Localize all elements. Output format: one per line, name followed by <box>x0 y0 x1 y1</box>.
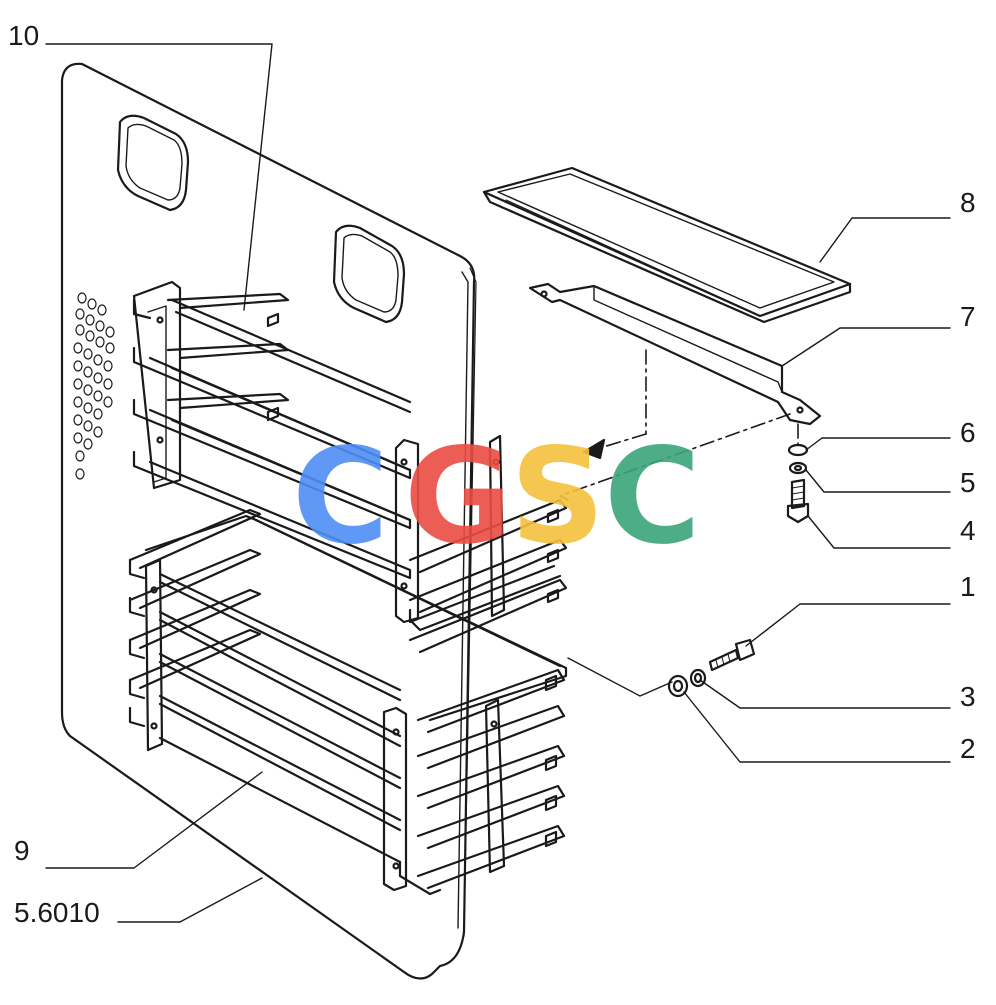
side-panel <box>60 62 477 980</box>
callout-3: 3 <box>960 681 976 712</box>
leader-lines <box>45 43 951 923</box>
leader-fastener-2 <box>567 657 673 697</box>
callout-5: 5 <box>960 467 976 498</box>
callout-9: 9 <box>14 835 30 866</box>
tray-part-8 <box>482 166 852 324</box>
callout-4: 4 <box>960 515 976 546</box>
watermark-letter-c1: C <box>292 420 389 574</box>
bracket-strip-part-7 <box>528 282 822 426</box>
callout-10: 10 <box>8 20 39 51</box>
callout-1: 1 <box>960 571 976 602</box>
lower-rack <box>128 508 568 896</box>
callout-7: 7 <box>960 301 976 332</box>
callout-5-6010: 5.6010 <box>14 897 100 928</box>
callout-6: 6 <box>960 417 976 448</box>
callout-8: 8 <box>960 187 976 218</box>
fasteners-1-2-3 <box>667 638 756 698</box>
upper-rack <box>132 280 568 654</box>
callout-2: 2 <box>960 733 976 764</box>
fasteners-4-5-6 <box>786 443 810 524</box>
vent-holes <box>73 292 115 480</box>
watermark-letter-c2: C <box>604 420 701 574</box>
watermark-letter-s: S <box>510 420 605 574</box>
watermark-letter-g: G <box>404 420 512 574</box>
cgsc-watermark: C G S C <box>292 420 701 574</box>
assembly-arrow <box>582 438 606 460</box>
assembly-guide-lines <box>559 349 799 501</box>
